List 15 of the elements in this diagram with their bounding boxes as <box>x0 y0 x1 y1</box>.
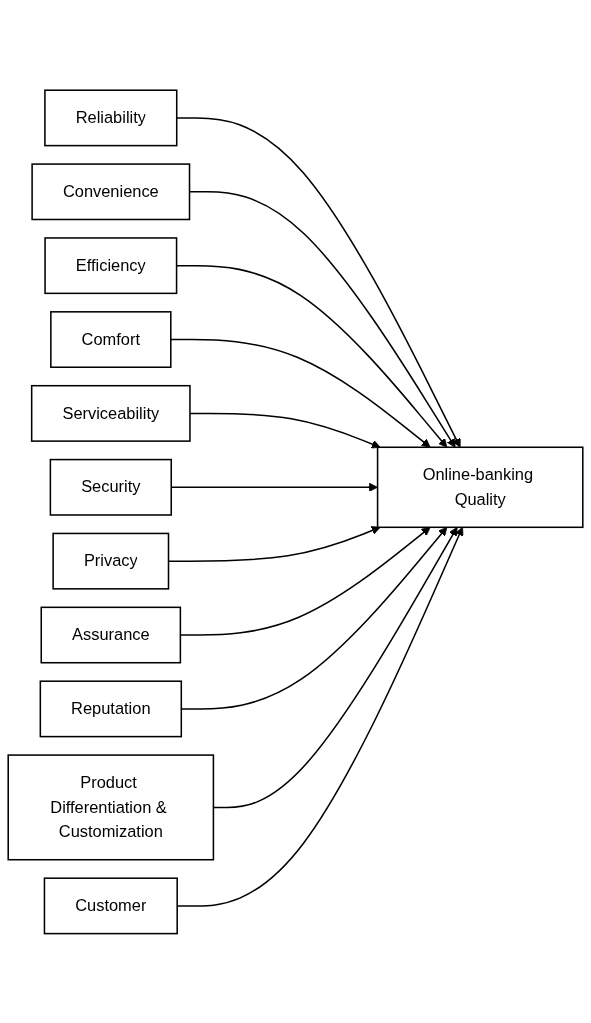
arrow <box>180 526 448 710</box>
node-box: Convenience <box>31 162 191 220</box>
node-box: Serviceability <box>30 384 191 442</box>
node-box: Customer <box>43 877 178 934</box>
node-box: Efficiency <box>44 236 178 294</box>
node-box: Reliability <box>44 89 178 146</box>
node-box: Product Differentiation & Customization <box>7 753 215 861</box>
node-box: Security <box>49 458 172 516</box>
arrow <box>170 338 431 448</box>
node-box: Reputation <box>39 680 183 737</box>
node-box: Comfort <box>50 310 172 368</box>
node-box: Privacy <box>52 532 170 590</box>
node-box: Online-banking Quality <box>376 446 584 528</box>
node-box: Assurance <box>40 606 182 664</box>
arrow <box>189 412 381 449</box>
